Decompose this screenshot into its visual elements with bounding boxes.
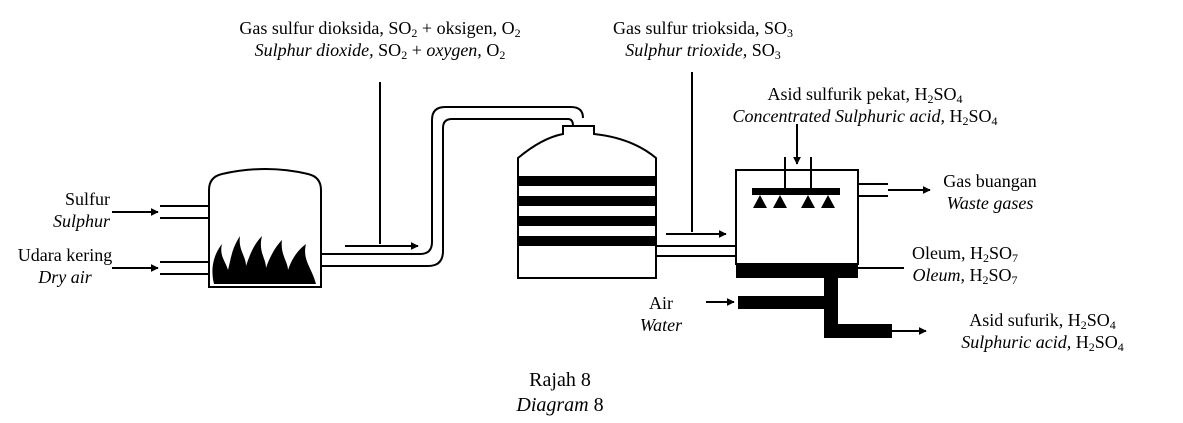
acid-out-label: Asid sufurik, H2SO4 Sulphuric acid, H2SO… — [961, 310, 1124, 354]
dry-air-label: Udara kering Dry air — [17, 245, 113, 287]
waste-gas-pipe — [858, 183, 888, 197]
so2-label: Gas sulfur dioksida, SO2 + oksigen, O2 S… — [239, 18, 521, 62]
oleum-pipe — [736, 264, 892, 338]
so2-pipe — [321, 106, 584, 255]
oleum-label: Oleum, H2SO7 Oleum, H2SO7 — [911, 243, 1018, 287]
sprayer — [752, 188, 840, 208]
diagram-caption: Rajah 8 Diagram 8 — [516, 369, 604, 416]
catalyst-beds — [518, 176, 656, 246]
sulfur-label: Sulfur Sulphur — [52, 189, 110, 231]
waste-gas-label: Gas buangan Waste gases — [943, 171, 1037, 213]
sulfur-inlet-pipe — [160, 205, 209, 219]
conc-acid-label: Asid sulfurik pekat, H2SO4 Concentrated … — [732, 84, 998, 128]
absorption-tower — [735, 169, 859, 265]
acid-feed-pipe — [784, 157, 812, 190]
water-label: Air Water — [639, 293, 683, 335]
so2-pipe-inner — [321, 118, 574, 267]
flame-icon — [212, 236, 316, 284]
dry-air-inlet-pipe — [160, 261, 209, 275]
so3-label: Gas sulfur trioksida, SO3 Sulphur trioxi… — [613, 18, 793, 62]
sulfur-burner — [208, 168, 322, 288]
